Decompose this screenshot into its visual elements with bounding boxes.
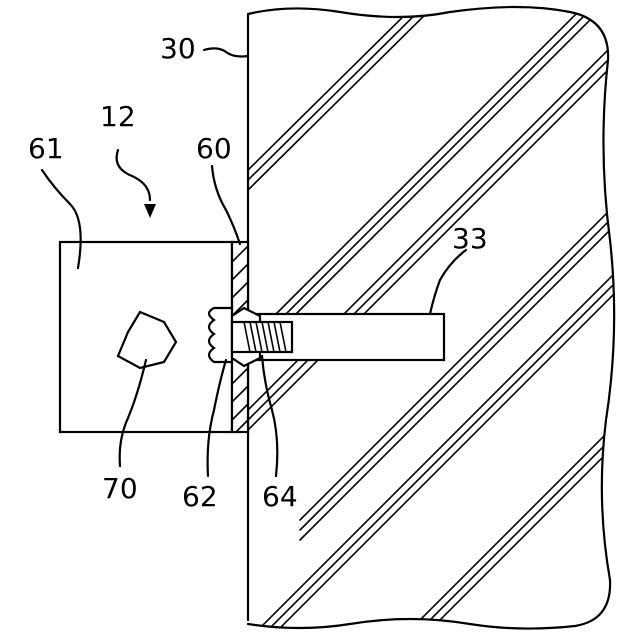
ref-label-60: 60: [196, 132, 232, 165]
ref-label-70: 70: [102, 472, 138, 505]
ref-label-61: 61: [28, 132, 64, 165]
ref-label-64: 64: [262, 480, 298, 513]
ref-label-62: 62: [182, 480, 218, 513]
bolt-head-62: [209, 308, 232, 362]
ref-label-30: 30: [160, 32, 196, 65]
ref-label-33: 33: [452, 222, 488, 255]
ref-label-12: 12: [100, 100, 136, 133]
direction-arrow-12: [117, 150, 156, 218]
